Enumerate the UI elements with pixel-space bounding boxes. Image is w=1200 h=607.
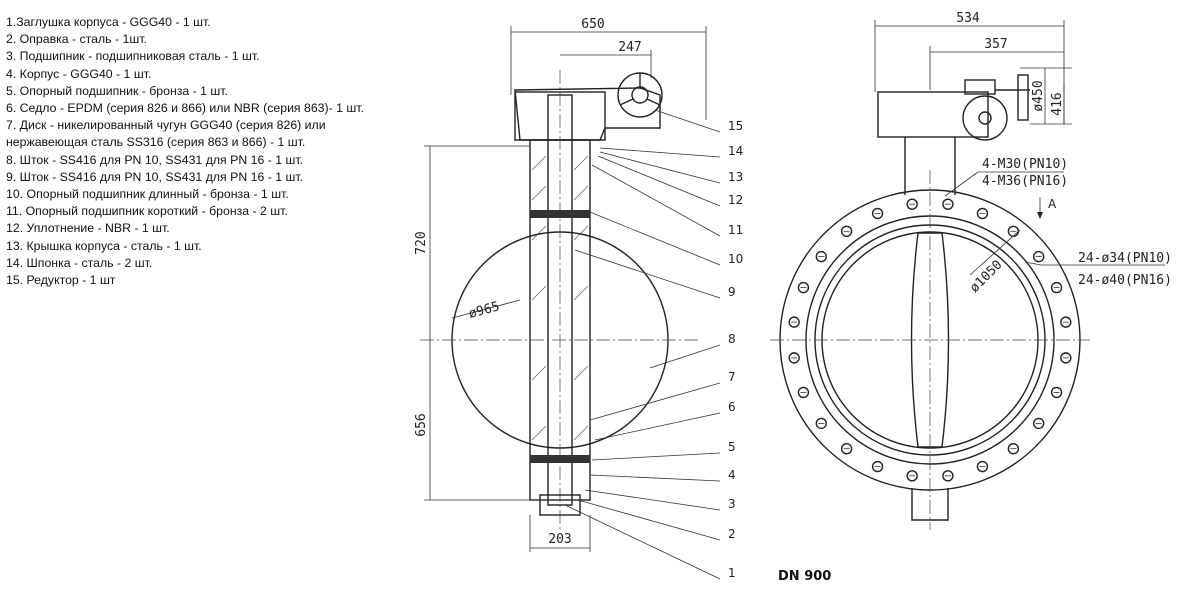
- bolt-hole: [1050, 386, 1063, 399]
- part-item: 6. Седло - EPDM (серия 826 и 866) или NB…: [6, 101, 364, 116]
- part-item: 8. Шток - SS416 для PN 10, SS431 для PN …: [6, 152, 304, 167]
- bolt-hole: [906, 198, 918, 210]
- part-item: 4. Корпус - GGG40 - 1 шт.: [6, 66, 152, 81]
- part-item: 10. Опорный подшипник длинный - бронза -…: [6, 187, 289, 202]
- callout-6: 6: [728, 400, 736, 414]
- part-item: 13. Крышка корпуса - сталь - 1 шт.: [6, 238, 202, 253]
- dim-450: ø450: [1031, 80, 1046, 111]
- part-item: 14. Шпонка - сталь - 2 шт.: [6, 255, 153, 270]
- front-view: 534 357 ø450 416 ø1050 4-M30(PN10) 4: [770, 11, 1172, 584]
- bolts-pn16: 4-M36(PN16): [982, 174, 1068, 189]
- part-item: 3. Подшипник - подшипниковая сталь - 1 ш…: [6, 49, 260, 64]
- part-item: 2. Оправка - сталь - 1шт.: [6, 32, 147, 47]
- bolt-holes: [788, 198, 1072, 482]
- bolt-hole: [976, 460, 989, 473]
- side-view: 650 247 ø965: [414, 17, 743, 580]
- callout-8: 8: [728, 332, 736, 346]
- bolt-hole: [1060, 316, 1072, 328]
- bolt-hole: [840, 442, 853, 455]
- part-item: 7. Диск - никелированный чугун GGG40 (се…: [6, 118, 326, 133]
- bolt-hole: [788, 316, 800, 328]
- bolt-hole: [1007, 442, 1020, 455]
- bolt-hole: [871, 207, 884, 220]
- bolt-hole: [815, 250, 828, 263]
- dim-416: 416: [1050, 92, 1065, 115]
- callout-5: 5: [728, 440, 736, 454]
- bolt-hole: [815, 417, 828, 430]
- view-arrow-label: A: [1048, 197, 1057, 211]
- callout-12: 12: [728, 193, 743, 207]
- dim-disc: ø965: [467, 299, 501, 322]
- bolt-hole: [1032, 417, 1045, 430]
- callout-15: 15: [728, 119, 743, 133]
- parts-list: 1.Заглушка корпуса - GGG40 - 1 шт. 2. Оп…: [6, 14, 364, 289]
- part-item: 12. Уплотнение - NBR - 1 шт.: [6, 221, 170, 236]
- bolt-hole: [942, 470, 954, 482]
- holes-pn10: 24-ø34(PN10): [1078, 251, 1172, 266]
- bolt-hole: [942, 198, 954, 210]
- dim-534: 534: [956, 11, 980, 26]
- bolt-hole: [1060, 352, 1072, 364]
- part-item: 5. Опорный подшипник - бронза - 1 шт.: [6, 83, 228, 98]
- bolt-hole: [1032, 250, 1045, 263]
- part-item: 9. Шток - SS416 для PN 10, SS431 для PN …: [6, 169, 304, 184]
- callout-7: 7: [728, 370, 736, 384]
- part-item: 1.Заглушка корпуса - GGG40 - 1 шт.: [6, 15, 211, 29]
- dim-720: 720: [414, 231, 429, 254]
- callout-3: 3: [728, 497, 736, 511]
- callout-1: 1: [728, 566, 736, 580]
- caption: DN 900: [778, 569, 831, 584]
- part-item: нержавеющая сталь SS316 (серия 863 и 866…: [6, 135, 306, 150]
- callout-14: 14: [728, 144, 743, 158]
- callout-10: 10: [728, 252, 743, 266]
- bolt-hole: [976, 207, 989, 220]
- part-item: 11. Опорный подшипник короткий - бронза …: [6, 204, 288, 219]
- bolt-hole: [1050, 281, 1063, 294]
- callout-2: 2: [728, 527, 736, 541]
- bolt-hole: [840, 225, 853, 238]
- dim-650: 650: [581, 17, 604, 32]
- callout-13: 13: [728, 170, 743, 184]
- bolt-hole: [871, 460, 884, 473]
- bolt-hole: [797, 281, 810, 294]
- dim-bolt-circle: ø1050: [967, 258, 1005, 296]
- dim-357: 357: [984, 37, 1007, 52]
- bolt-hole: [788, 352, 800, 364]
- callout-4: 4: [728, 468, 736, 482]
- callout-11: 11: [728, 223, 743, 237]
- bolt-hole: [906, 470, 918, 482]
- bolt-hole: [797, 386, 810, 399]
- dim-203: 203: [548, 532, 571, 547]
- part-item: 15. Редуктор - 1 шт: [6, 273, 116, 288]
- callout-9: 9: [728, 285, 736, 299]
- holes-pn16: 24-ø40(PN16): [1078, 273, 1172, 288]
- bolts-pn10: 4-M30(PN10): [982, 157, 1068, 172]
- dim-247: 247: [618, 40, 641, 55]
- dim-656: 656: [414, 413, 429, 436]
